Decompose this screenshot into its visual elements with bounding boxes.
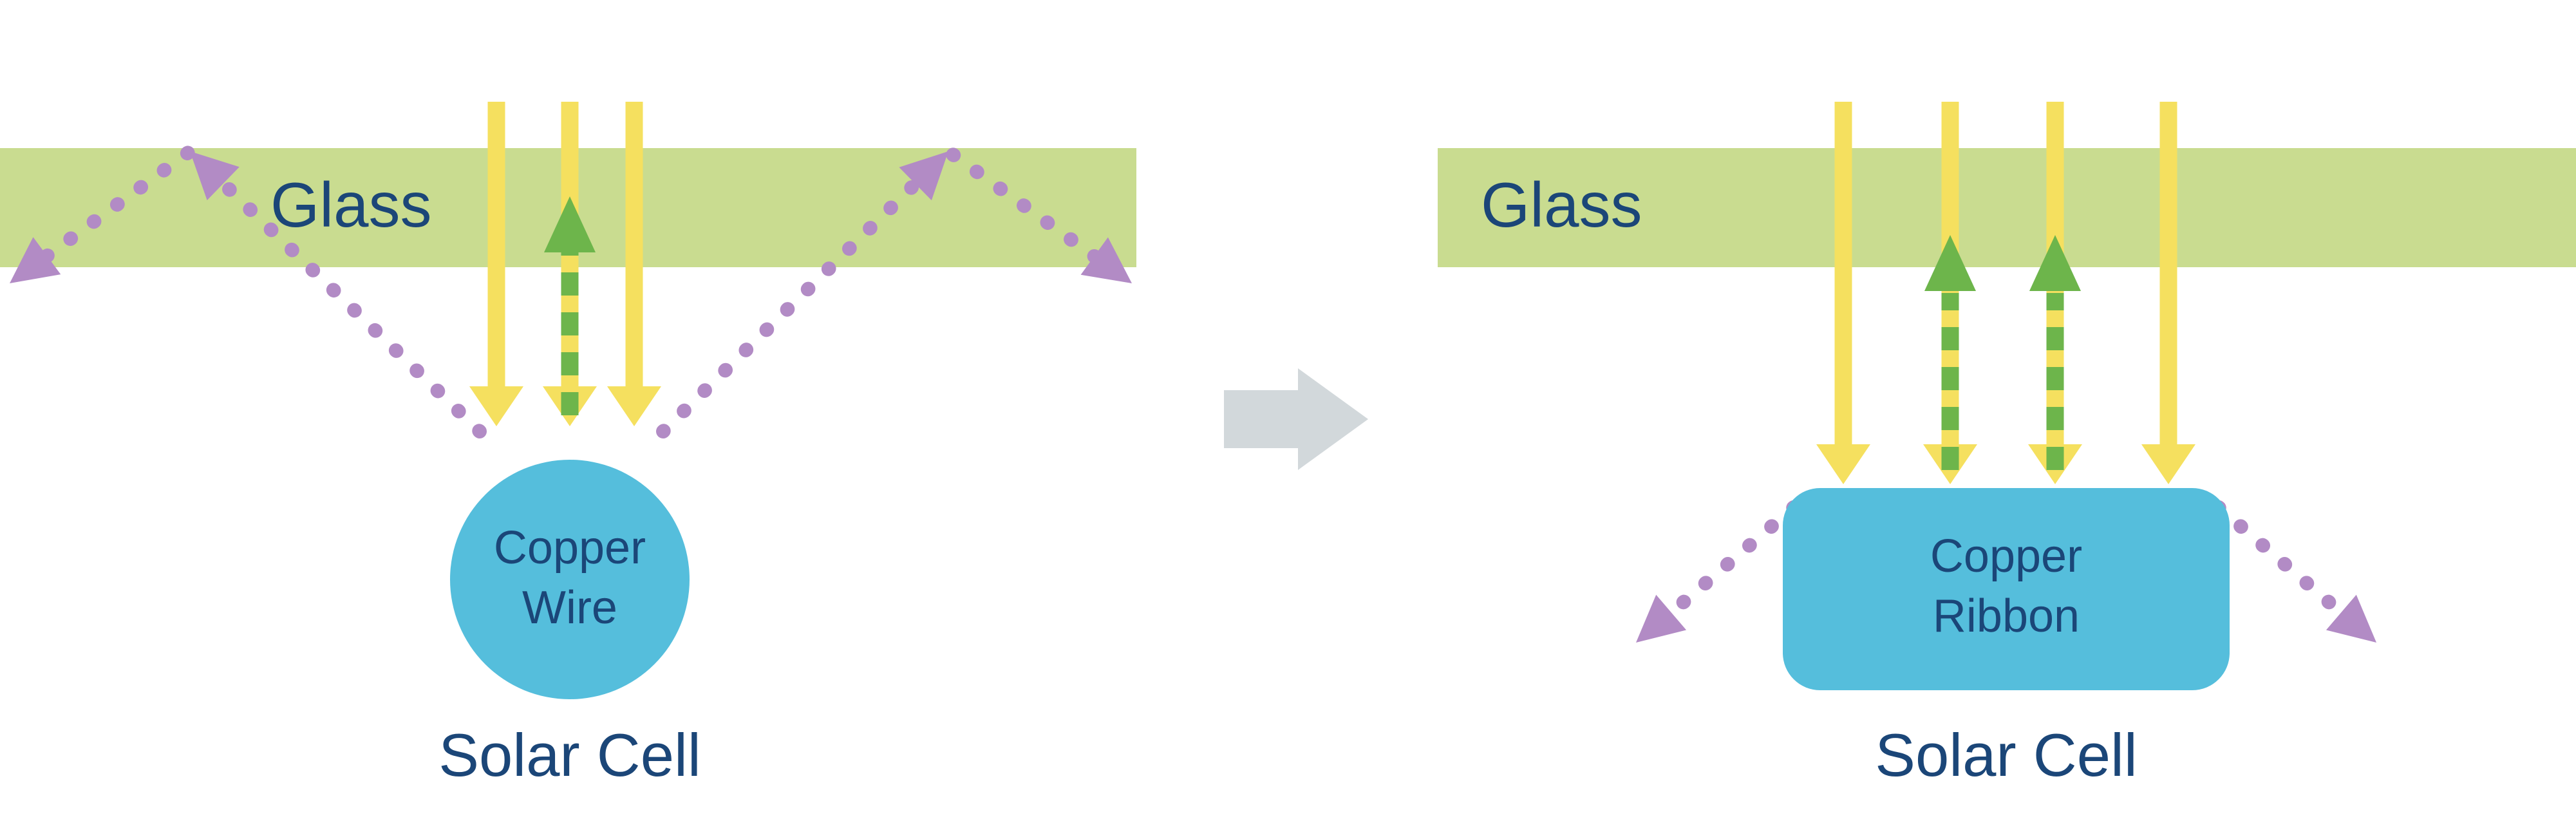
solar-cell-label: Solar Cell bbox=[438, 721, 701, 789]
scattered-light-dotted-line bbox=[3, 142, 487, 438]
reflected-light-arrow bbox=[1924, 235, 1976, 470]
sunlight-arrow bbox=[469, 102, 523, 426]
copper-ribbon-label-line1: Copper bbox=[1930, 531, 2082, 582]
copper-ribbon-label-line2: Ribbon bbox=[1933, 590, 2080, 642]
scattered-light-path-right bbox=[656, 142, 1139, 438]
solar-cell-label: Solar Cell bbox=[1875, 721, 2138, 789]
reflected-light-arrow bbox=[544, 196, 596, 415]
scattered-arrowhead-icon bbox=[2326, 594, 2376, 643]
sunlight-arrowhead-icon bbox=[1816, 444, 1870, 484]
reflected-arrowhead-icon bbox=[544, 196, 596, 252]
transition-arrow-icon bbox=[1224, 368, 1368, 470]
sunlight-arrowhead-icon bbox=[469, 386, 523, 426]
reflected-arrowhead-icon bbox=[1924, 235, 1976, 291]
glass-layer bbox=[1438, 148, 2576, 267]
glass-label: Glass bbox=[270, 169, 432, 240]
scattered-arrowhead-icon bbox=[1080, 237, 1132, 283]
sunlight-arrow bbox=[607, 102, 661, 426]
scattered-light-path-left bbox=[3, 142, 487, 438]
copper-wire-shape bbox=[450, 460, 690, 699]
scattered-arrowhead-icon bbox=[10, 237, 61, 283]
scattered-light-dotted-line bbox=[2212, 500, 2368, 637]
copper-ribbon-shape bbox=[1783, 488, 2230, 690]
reflected-arrowhead-icon bbox=[2029, 235, 2081, 291]
sunlight-arrowhead-icon bbox=[607, 386, 661, 426]
reflected-light-arrow bbox=[2029, 235, 2081, 470]
copper-wire-label-line2: Wire bbox=[522, 582, 617, 634]
left-panel: Copper Wire Glass Solar Cell bbox=[0, 102, 1139, 789]
sunlight-arrowhead-icon bbox=[2141, 444, 2195, 484]
right-panel: Copper Ribbon Glass Solar Cell bbox=[1438, 102, 2576, 789]
sunlight-arrow bbox=[1816, 102, 1870, 484]
sunlight-arrow bbox=[2141, 102, 2195, 484]
scattered-arrowhead-icon bbox=[190, 151, 240, 200]
copper-wire-label-line1: Copper bbox=[494, 522, 646, 574]
scattered-light-path-right bbox=[2212, 500, 2376, 643]
scattered-arrowhead-icon bbox=[1636, 594, 1687, 643]
glass-label: Glass bbox=[1481, 169, 1642, 240]
scattered-light-path-left bbox=[1636, 500, 1801, 643]
scattered-arrowhead-icon bbox=[899, 151, 948, 201]
block-arrow-right bbox=[1224, 368, 1368, 470]
scattered-light-dotted-line bbox=[1644, 500, 1801, 637]
